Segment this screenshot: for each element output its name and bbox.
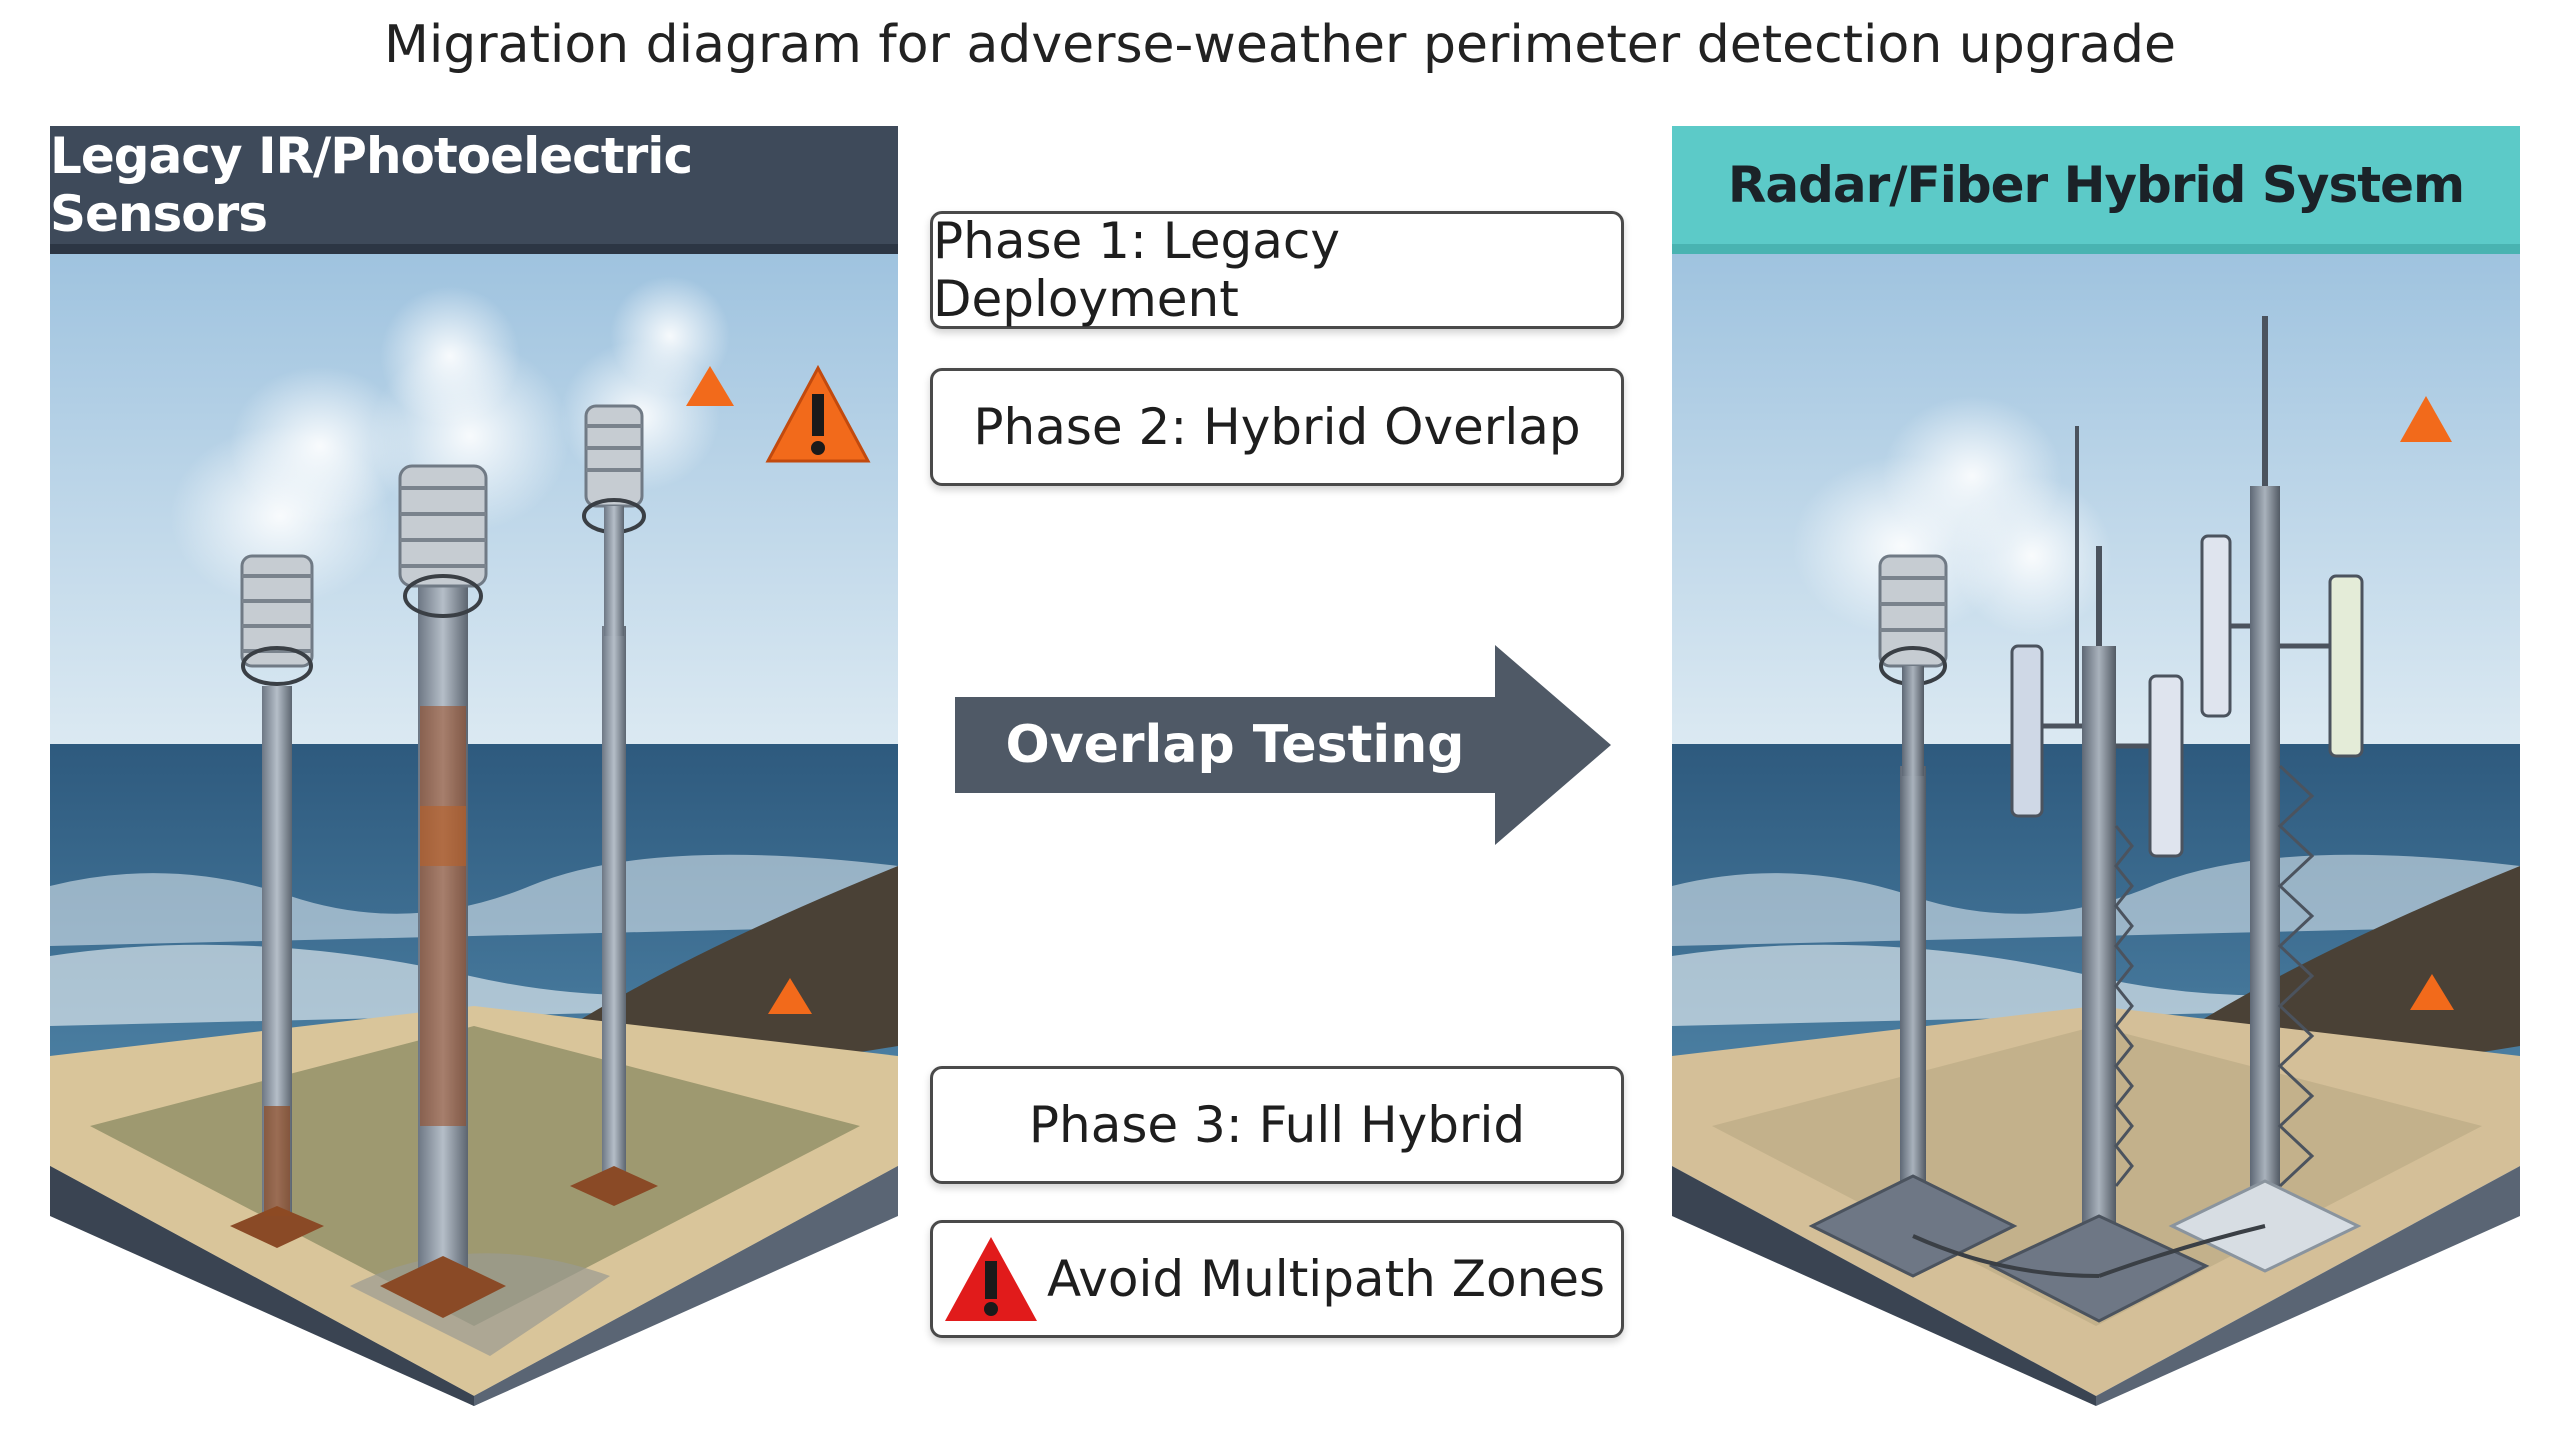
- phase-2-box: Phase 2: Hybrid Overlap: [930, 368, 1624, 486]
- hazard-triangle-icon: [686, 366, 734, 406]
- hazard-triangle-icon: [2410, 974, 2454, 1010]
- hybrid-system-panel: Radar/Fiber Hybrid System: [1672, 126, 2520, 1406]
- right-arrow-icon: [955, 645, 1611, 845]
- legacy-scene-illustration: [50, 254, 898, 1406]
- hybrid-scene-illustration: [1672, 254, 2520, 1406]
- warning-label: Avoid Multipath Zones: [1047, 1250, 1606, 1308]
- phase-1-box: Phase 1: Legacy Deployment: [930, 211, 1624, 329]
- warning-triangle-icon: [765, 364, 871, 463]
- hazard-triangle-icon: [768, 978, 812, 1014]
- warning-triangle-icon: [945, 1237, 1037, 1321]
- hybrid-panel-header: Radar/Fiber Hybrid System: [1672, 126, 2520, 254]
- overlap-testing-label: Overlap Testing: [1005, 715, 1465, 775]
- multipath-warning-box: Avoid Multipath Zones: [930, 1220, 1624, 1338]
- legacy-panel-header: Legacy IR/Photoelectric Sensors: [50, 126, 898, 254]
- phase-3-box: Phase 3: Full Hybrid: [930, 1066, 1624, 1184]
- hazard-triangle-icon: [2400, 396, 2452, 442]
- legacy-sensors-panel: Legacy IR/Photoelectric Sensors: [50, 126, 898, 1406]
- diagram-title: Migration diagram for adverse-weather pe…: [383, 15, 2177, 75]
